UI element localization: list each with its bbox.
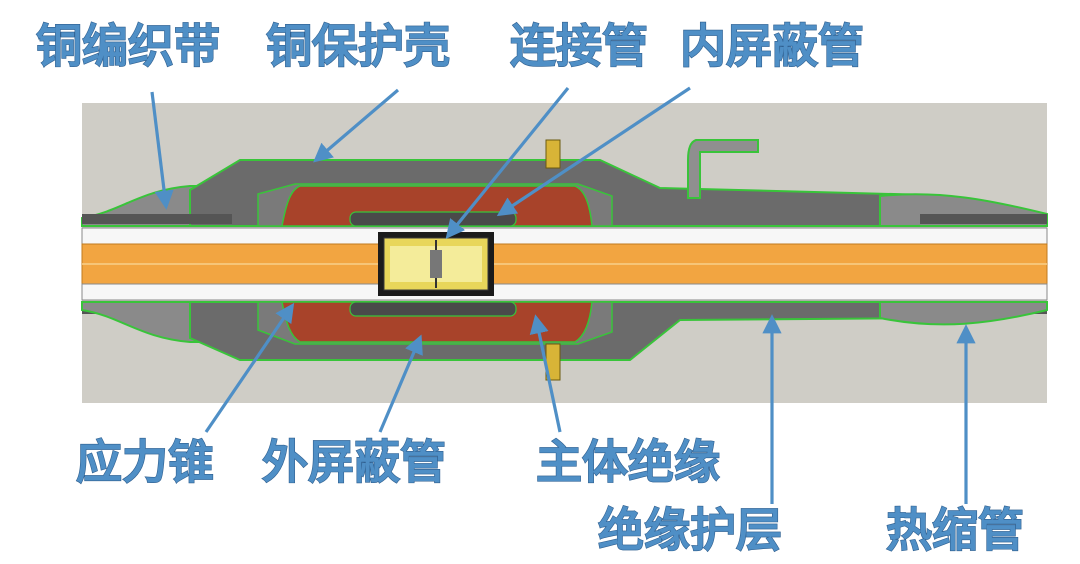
- vent-pipe: [687, 139, 759, 199]
- arrow-copper-shell: [313, 88, 400, 163]
- upper-housing: [81, 139, 1048, 227]
- left-outer-sheath-top: [82, 214, 232, 224]
- label-connector-tube: 连接管: [510, 19, 648, 73]
- arrow-connector-tube: [445, 86, 570, 239]
- arrow-copper-braid: [150, 91, 174, 210]
- lower-housing: [81, 301, 1048, 381]
- inner-shield-bottom: [349, 301, 517, 317]
- label-outer-shield: 外屏蔽管: [262, 435, 446, 489]
- cable-core: [81, 214, 1048, 314]
- arrow-stress-cone: [204, 302, 295, 433]
- arrow-inner-shield: [496, 86, 691, 217]
- right-heat-shrink-bottom: [879, 301, 1048, 326]
- label-heat-shrink-tube: 热缩管: [886, 503, 1024, 557]
- leader-arrows: [150, 86, 976, 504]
- arrow-outer-shield: [378, 334, 423, 433]
- label-copper-braid: 铜编织带: [36, 19, 220, 73]
- label-insulation-sheath: 绝缘护层: [598, 503, 782, 557]
- arrow-main-insulation: [529, 314, 562, 433]
- label-main-insulation: 主体绝缘: [536, 435, 720, 489]
- label-copper-shell: 铜保护壳: [266, 19, 450, 73]
- white-layer-bottom: [81, 283, 1048, 301]
- inner-shield-top: [349, 211, 517, 227]
- white-layer-top: [81, 227, 1048, 245]
- label-inner-shield: 内屏蔽管: [680, 19, 864, 73]
- right-outer-sheath-top: [920, 214, 1047, 224]
- labels: 铜编织带 铜保护壳 连接管 内屏蔽管 应力锥 外屏蔽管 主体绝缘 绝缘护层 热缩…: [35, 18, 1024, 557]
- top-bolt: [545, 139, 561, 169]
- label-stress-cone: 应力锥: [76, 435, 214, 489]
- connector-tube: [378, 232, 494, 296]
